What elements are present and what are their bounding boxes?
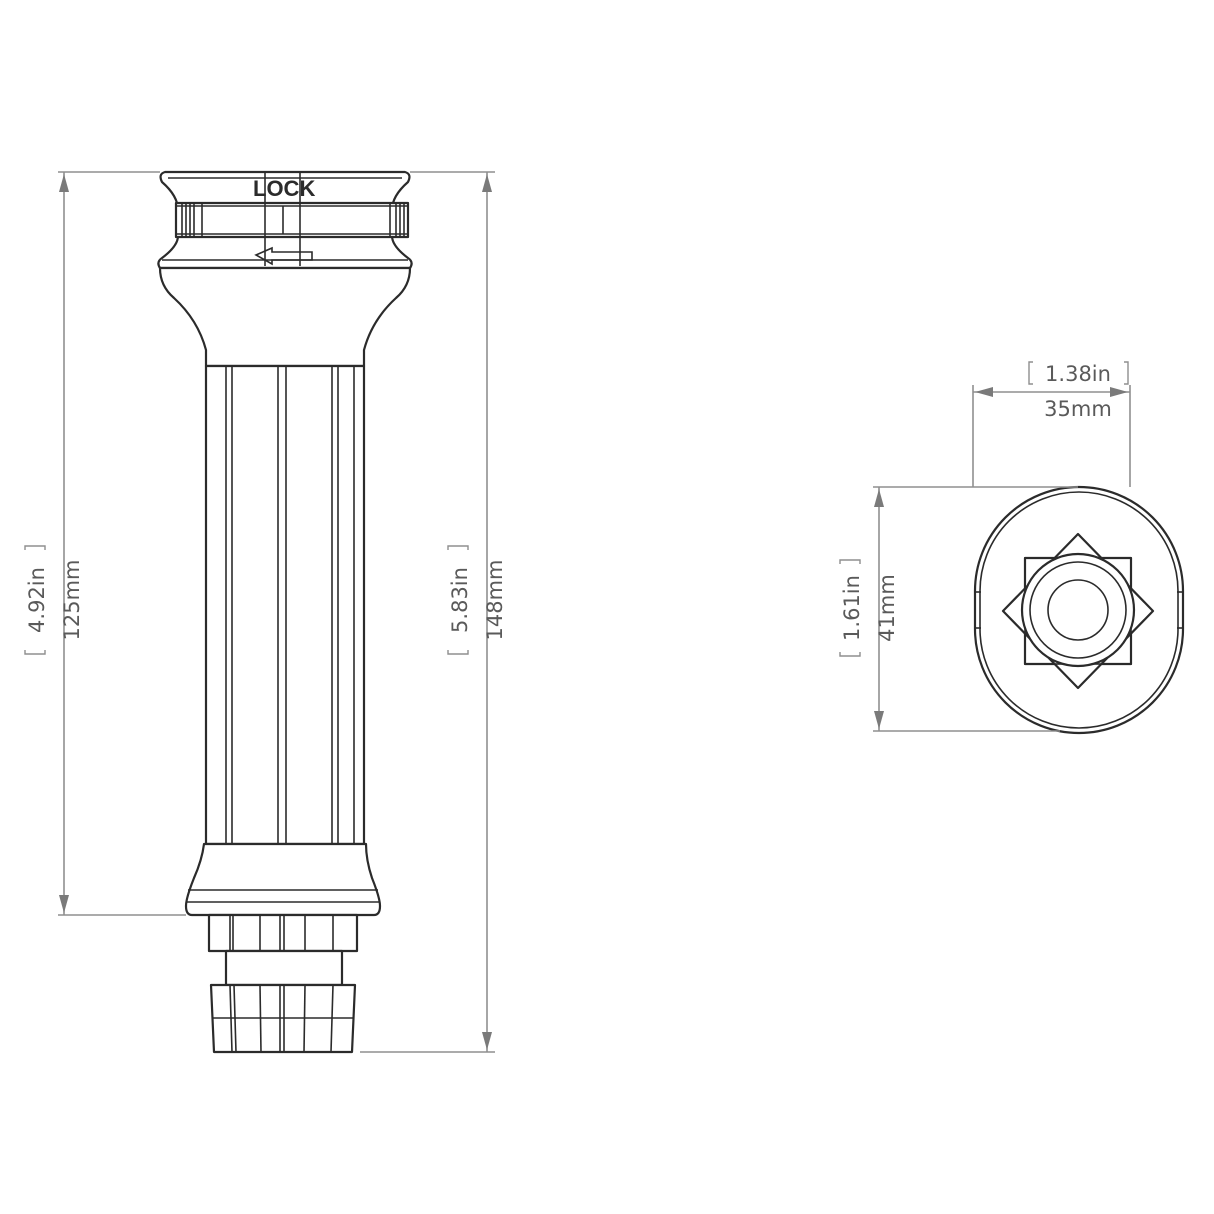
- side-view: LOCK: [24, 170, 507, 1054]
- dimension-depth: 1.61in 41mm: [839, 486, 1078, 732]
- dim-depth-in: 1.61in: [840, 575, 864, 641]
- dim-depth-mm: 41mm: [875, 574, 899, 642]
- lock-collar: LOCK: [157, 170, 413, 270]
- dimension-overall-length: 5.83in 148mm: [360, 171, 507, 1053]
- neck: [224, 949, 344, 987]
- upper-ribbed-ring: [207, 913, 359, 953]
- dimension-width: 1.38in 35mm: [972, 361, 1131, 487]
- top-view: 1.38in 35mm 1.61in 41mm: [839, 361, 1185, 735]
- lower-collar: [184, 842, 382, 917]
- dim-overall-length-mm: 148mm: [483, 560, 507, 641]
- ribbed-foot: [209, 983, 357, 1054]
- shaft: [204, 364, 366, 846]
- dim-width-in: 1.38in: [1045, 362, 1111, 386]
- dim-width-mm: 35mm: [1044, 397, 1112, 421]
- lock-label: LOCK: [253, 176, 315, 201]
- left-arrow-icon: [254, 246, 313, 266]
- dim-overall-length-in: 5.83in: [448, 567, 472, 633]
- dimension-inner-length: 4.92in 125mm: [24, 171, 186, 916]
- flared-body: [158, 266, 412, 368]
- dim-inner-length-mm: 125mm: [60, 560, 84, 641]
- dim-inner-length-in: 4.92in: [25, 567, 49, 633]
